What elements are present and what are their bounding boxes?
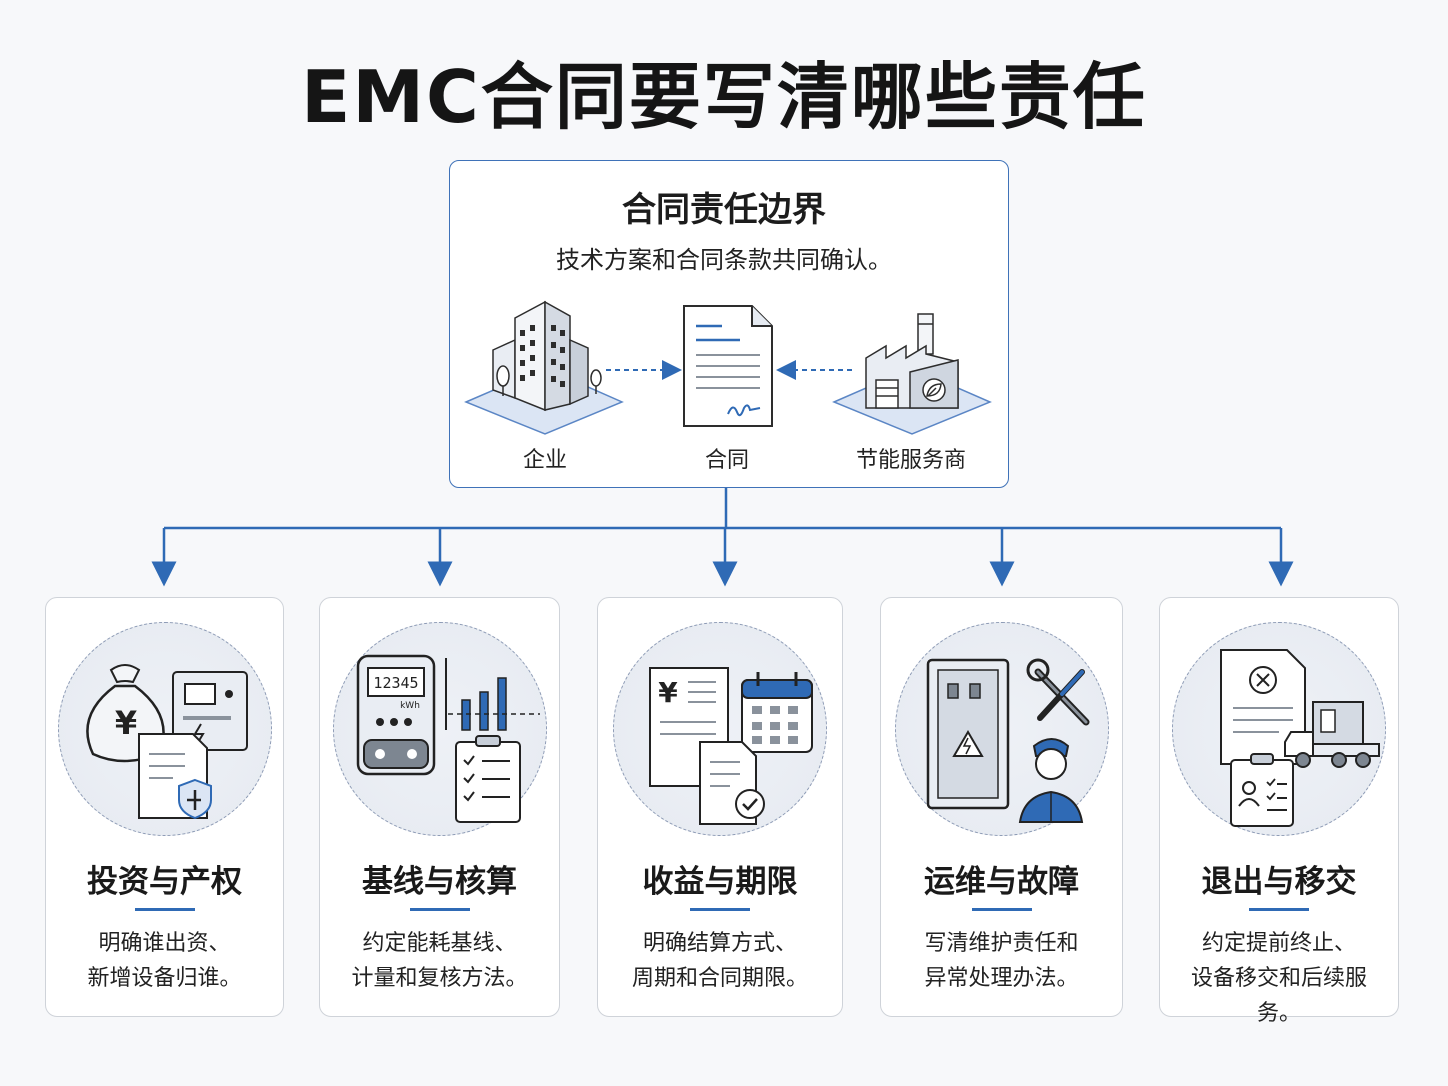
card-description: 约定能耗基线、 计量和复核方法。 (351, 931, 528, 991)
technician-icon (1018, 738, 1083, 823)
bar-chart-icon (444, 658, 540, 731)
page-title: EMC合同要写清哪些责任 (301, 55, 1147, 139)
exit-handover-icon (1220, 649, 1380, 827)
ownership-document-icon (137, 733, 212, 820)
enterprise-label: 企业 (522, 448, 567, 473)
investment-ownership-icon: ¥ (85, 664, 248, 820)
clipboard-checklist-icon (454, 735, 521, 823)
baseline-accounting-icon: 12345 kWh (356, 654, 540, 823)
card-description: 写清维护责任和 异常处理办法。 (924, 931, 1079, 991)
maintenance-faults-icon (926, 658, 1089, 823)
card-title: 运维与故障 (924, 864, 1079, 900)
title-underline (409, 908, 470, 911)
contract-document-icon (683, 305, 773, 427)
currency-symbol: ¥ (658, 676, 678, 709)
card-title: 收益与期限 (642, 864, 798, 900)
card-title: 基线与核算 (362, 864, 517, 900)
card-description: 约定提前终止、 设备移交和后续服务。 (1190, 931, 1367, 1026)
card-title: 投资与产权 (87, 864, 242, 900)
service-provider-label: 节能服务商 (855, 448, 966, 473)
card-exit-handover: 退出与移交 约定提前终止、 设备移交和后续服务。 (1159, 597, 1399, 1026)
tree-connectors (151, 488, 1294, 587)
title-underline (971, 908, 1032, 911)
electrical-cabinet-icon (926, 658, 1009, 810)
factory-icon (832, 313, 992, 435)
card-baseline-accounting: 12345 kWh 基线与核算 约定能耗基线、 计量和复核方法。 (319, 597, 560, 1017)
enterprise-building-icon (464, 300, 624, 435)
handover-checklist-icon (1230, 753, 1294, 827)
title-underline (690, 908, 750, 911)
currency-symbol: ¥ (114, 704, 136, 742)
card-revenue-term: ¥ 收益与期限 明确结算方式 (597, 597, 843, 1017)
revenue-term-icon: ¥ (649, 667, 813, 825)
meter-reading: 12345 (373, 674, 418, 692)
card-description: 明确谁出资、 新增设备归谁。 (87, 931, 242, 991)
card-description: 明确结算方式、 周期和合同期限。 (631, 931, 808, 991)
calendar-icon (741, 672, 813, 753)
termination-document-icon (1220, 649, 1306, 765)
contract-label: 合同 (704, 448, 749, 473)
title-underline (134, 908, 195, 911)
wrench-screwdriver-icon (1026, 658, 1089, 726)
energy-device-icon (171, 671, 248, 751)
energy-meter-icon: 12345 kWh (356, 654, 435, 776)
card-title: 退出与移交 (1201, 864, 1357, 900)
approved-document-icon (699, 741, 765, 825)
meter-unit: kWh (400, 701, 420, 711)
contract-boundary-title: 合同责任边界 (622, 190, 826, 230)
title-underline (1249, 908, 1309, 911)
card-maintenance-faults: 运维与故障 写清维护责任和 异常处理办法。 (880, 597, 1123, 1017)
contract-boundary-subtitle: 技术方案和合同条款共同确认。 (556, 246, 892, 274)
card-investment-ownership: ¥ 投资与产权 明确谁出资、 新增设备归谁。 (45, 597, 284, 1017)
delivery-truck-icon (1284, 701, 1380, 768)
